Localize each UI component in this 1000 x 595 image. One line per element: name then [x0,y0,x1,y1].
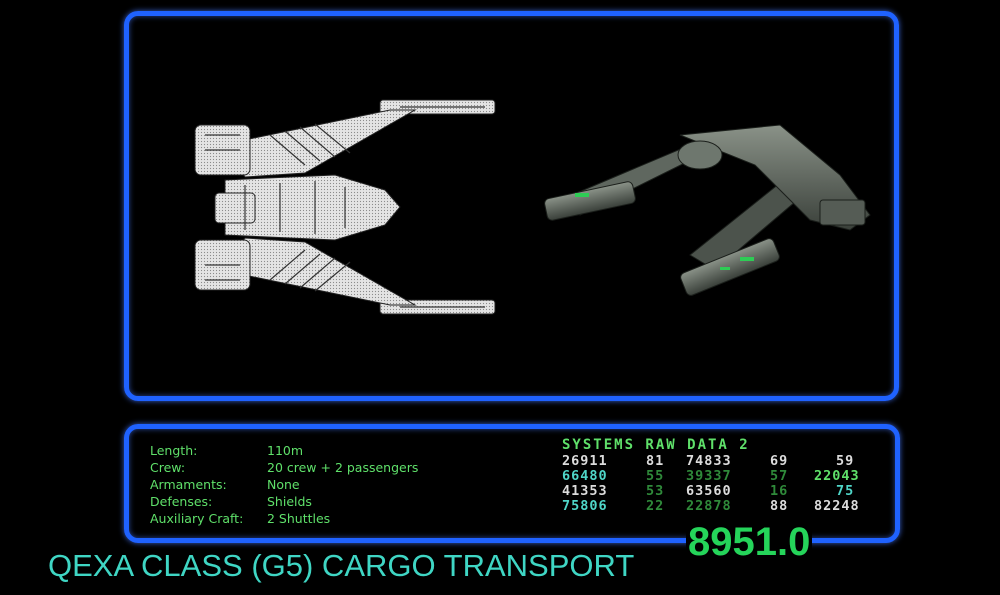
spec-length: Length: 110m [150,442,418,459]
spec-label: Auxiliary Craft: [150,511,244,526]
ship-class-title: QEXA CLASS (G5) CARGO TRANSPORT [48,548,635,583]
spec-auxiliary-craft: Auxiliary Craft: 2 Shuttles [150,510,418,527]
systems-cell: 69 [770,453,789,469]
spec-defenses: Defenses: Shields [150,493,418,510]
systems-cell: 16 [770,483,789,499]
systems-cell: 22 [646,498,665,514]
spec-value: 2 Shuttles [267,511,331,526]
spec-crew: Crew: 20 crew + 2 passengers [150,459,418,476]
spec-label: Defenses: [150,494,213,509]
systems-cell: 53 [646,483,665,499]
ship-specs: Length:110m Crew:20 crew + 2 passengers … [150,442,418,527]
systems-cell: 88 [770,498,789,514]
spec-value: None [267,477,300,492]
systems-cell: 59 [836,453,855,469]
systems-raw-data: SYSTEMS RAW DATA 2 26911 81 74833 69 59 … [562,436,892,516]
systems-cell: 74833 [686,453,732,469]
systems-cell: 22878 [686,498,732,514]
systems-cell: 22043 [814,468,860,484]
spec-value: 20 crew + 2 passengers [267,460,419,475]
ship-viewer-frame [124,11,899,401]
systems-cell: 41353 [562,483,608,499]
stardate-readout: 8951.0 [686,520,813,565]
systems-data-grid: 26911 81 74833 69 59 66480 55 39337 57 2… [562,454,892,516]
ship-info-panel [124,424,900,543]
systems-cell: 75806 [562,498,608,514]
systems-cell: 39337 [686,468,732,484]
spec-value: 110m [267,443,304,458]
systems-cell: 81 [646,453,665,469]
spec-label: Armaments: [150,477,227,492]
ship-top-view-image [194,99,496,315]
systems-cell: 57 [770,468,789,484]
systems-title: SYSTEMS RAW DATA 2 [562,437,750,453]
systems-cell: 82248 [814,498,860,514]
spec-label: Crew: [150,460,186,475]
spec-value: Shields [267,494,312,509]
spec-armaments: Armaments: None [150,476,418,493]
spec-label: Length: [150,443,198,458]
systems-cell: 66480 [562,468,608,484]
systems-cell: 63560 [686,483,732,499]
systems-cell: 75 [836,483,855,499]
systems-cell: 55 [646,468,665,484]
ship-render-image [544,124,871,296]
systems-cell: 26911 [562,453,608,469]
